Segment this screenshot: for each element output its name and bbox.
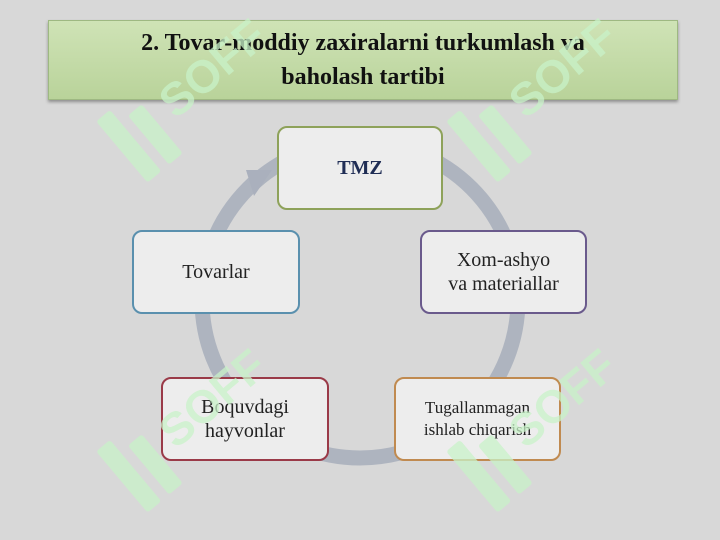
node-livestock-line-2: hayvonlar: [205, 420, 285, 442]
node-raw-materials-line-1: Xom-ashyo: [456, 249, 551, 271]
node-work-in-progress-line-2: ishlab chiqarish: [423, 420, 532, 439]
node-raw-materials: Xom-ashyo va materiallar: [420, 230, 587, 314]
node-raw-materials-line-2: va materiallar: [448, 273, 559, 295]
page-title: 2. Tovar-moddiy zaxiralarni turkumlash v…: [141, 26, 585, 94]
node-work-in-progress-line-1: Tugallanmagan: [424, 398, 531, 417]
node-livestock: Boquvdagi hayvonlar: [161, 377, 329, 461]
node-livestock-line-1: Boquvdagi: [201, 396, 289, 418]
title-line-2: baholash tartibi: [281, 64, 445, 90]
node-goods-label: Tovarlar: [182, 260, 250, 283]
title-line-1: 2. Tovar-moddiy zaxiralarni turkumlash v…: [141, 30, 585, 56]
title-banner: 2. Tovar-moddiy zaxiralarni turkumlash v…: [48, 20, 678, 100]
cycle-arrowhead: [246, 170, 272, 196]
node-goods: Tovarlar: [132, 230, 300, 314]
node-work-in-progress: Tugallanmagan ishlab chiqarish: [394, 377, 561, 461]
node-tmz: TMZ: [277, 126, 443, 210]
node-tmz-label: TMZ: [337, 156, 383, 179]
